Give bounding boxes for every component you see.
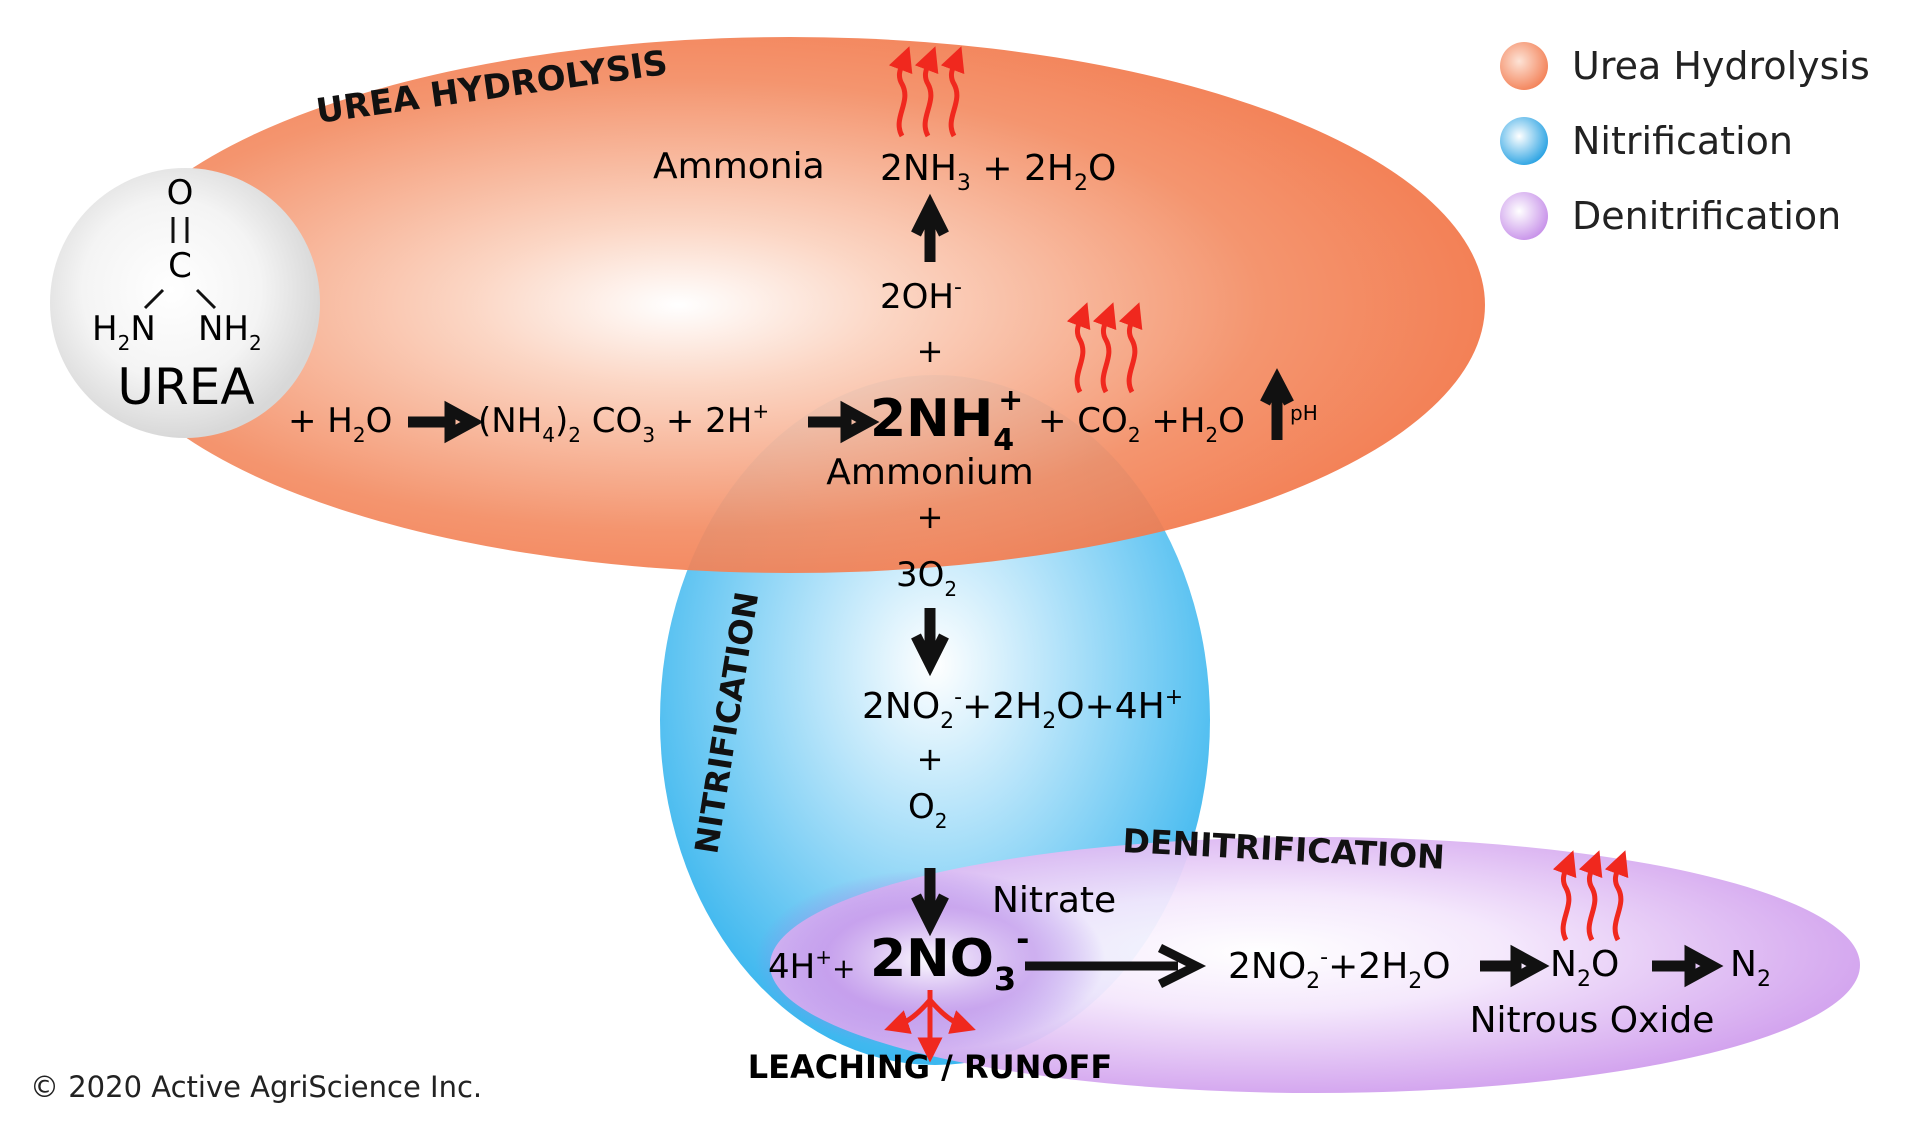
arrow-to-nitrogen [1652,944,1724,988]
oxygen-o2: O2 [908,787,948,833]
co2-water-products: + CO2 +H2O [1038,401,1245,447]
legend-swatch-nitrification [1500,117,1548,165]
urea-hydrolysis-region [95,37,1485,573]
plus-water: + H2O [288,401,392,447]
leaching-arrows [884,990,976,1063]
ammonia-gas-arrows [888,46,965,138]
ammonium-carbonate: (NH4)2 CO3 + 2H+ [478,399,769,447]
legend-swatch-urea-hydrolysis [1500,42,1548,90]
urea-molecule-circle [50,168,320,438]
arrow-to-nitrate [911,868,949,937]
ph-up-arrow [1260,368,1294,440]
nitrogen-gas-formula: N2 [1730,944,1771,992]
urea-atom-carbon: C [168,246,192,286]
arrow-to-ammonia [911,193,949,262]
nitrite-formula: 2NO2-+2H2O+4H+ [862,685,1183,734]
ammonium-formula: 2NH4+ [870,383,1023,458]
denitrified-nitrite: 2NO2-+2H2O [1228,945,1451,994]
legend-swatch-denitrification [1500,192,1548,240]
legend-item-nitrification: Nitrification [1500,111,1870,171]
arrow-to-ammonium [808,400,880,444]
arrow-to-carbonate [408,400,484,444]
urea-amine-right: NH2 [198,309,262,355]
ammonium-label: Ammonium [826,452,1034,493]
leaching-runoff-label: LEACHING / RUNOFF [748,1048,1113,1086]
legend-item-denitrification: Denitrification [1500,186,1870,246]
nitrate-formula: 2NO3- [870,920,1029,998]
arrow-to-denitrified-nitrite [1025,943,1207,989]
urea-amine-left: H2N [92,309,156,355]
nitrification-plus-2: + [917,740,944,778]
urea-label: UREA [117,358,254,416]
legend: Urea Hydrolysis Nitrification Denitrific… [1500,36,1870,261]
urea-bond-left [143,288,165,310]
ammonia-label: Ammonia [653,146,825,187]
oxygen-3o2: 3O2 [896,555,957,601]
nitrification-plus-1: + [917,498,944,536]
hydroxide-plus: + [917,332,944,370]
nitrate-label: Nitrate [992,880,1116,921]
arrow-to-nitrite [911,608,949,677]
arrow-to-nitrous-oxide [1480,944,1550,988]
co2-gas-arrows [1066,302,1143,394]
nitrate-glow [755,870,1105,1050]
ph-label: pH [1290,401,1318,425]
legend-label-nitrification: Nitrification [1572,119,1793,163]
legend-label-denitrification: Denitrification [1572,194,1842,238]
copyright-notice: © 2020 Active AgriScience Inc. [30,1070,483,1104]
legend-item-urea-hydrolysis: Urea Hydrolysis [1500,36,1870,96]
nitrous-oxide-gas-arrows [1552,850,1629,942]
urea-atom-oxygen: O [167,173,194,213]
nitrous-oxide-label: Nitrous Oxide [1470,1000,1715,1041]
nitrous-oxide-formula: N2O [1550,944,1619,992]
legend-label-urea-hydrolysis: Urea Hydrolysis [1572,44,1870,88]
ammonia-formula: 2NH3 + 2H2O [880,148,1116,196]
urea-bond-right [195,288,217,310]
hydroxide-formula: 2OH- [880,275,962,317]
hydrogen-ions: 4H++ [768,945,855,987]
